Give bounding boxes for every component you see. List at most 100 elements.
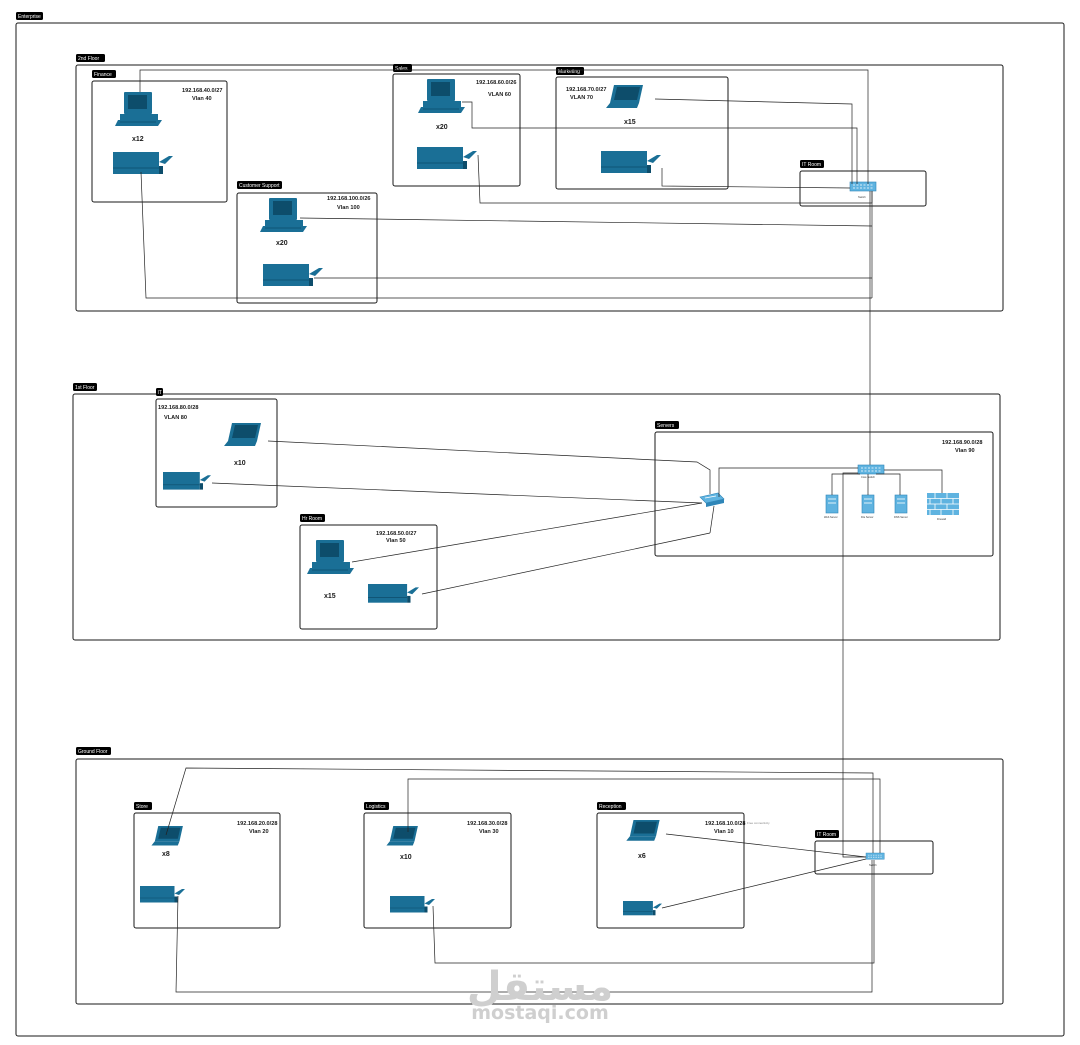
hr-room-network: 192.168.50.0/27 [376,531,416,537]
svg-text:Store: Store [136,804,148,810]
floor-0-tag: Ground Floor [76,747,111,755]
svg-text:Enterprise: Enterprise [18,14,41,20]
reception-vlan: Vlan 10 [714,829,734,835]
hr-room-count: x15 [324,593,336,600]
customer-support-room [236,192,378,304]
reception-count: x6 [638,853,646,860]
svg-text:Customer Support: Customer Support [239,183,280,189]
finance-tag: Finance [92,70,116,78]
svg-text:Finance: Finance [94,72,112,78]
svg-text:2nd Floor: 2nd Floor [78,56,99,62]
svg-text:IT: IT [158,390,162,396]
customer-support-printer-icon [262,263,324,287]
marketing-laptop-icon [606,85,643,108]
marketing-vlan: VLAN 70 [570,95,593,101]
it-tag: IT [156,388,163,396]
it-room-0-tag: IT Room [815,830,839,838]
svg-text:Logistics: Logistics [366,804,386,810]
customer-support-pc-icon [259,197,308,233]
it-printer-icon [162,471,212,491]
store-tag: Store [134,802,152,810]
logistics-laptop-icon [386,826,418,846]
finance-vlan: Vlan 40 [192,96,212,102]
core-switch-icon [857,464,885,475]
svg-text:1st Floor: 1st Floor [75,385,95,391]
svg-text:mostaqi.com: mostaqi.com [471,1002,609,1024]
dns-server-icon [894,494,908,514]
svg-text:Reception: Reception [599,804,622,810]
finance-printer-icon [112,151,174,175]
marketing-room [555,76,729,190]
file-server-label: File Server [861,515,874,519]
it-room-2-tag: IT Room [800,160,824,168]
hr-printer-icon [367,583,420,604]
svg-text:Sales: Sales [395,66,408,72]
sales-room [392,73,521,187]
it-vlan: VLAN 80 [164,415,187,421]
svg-text:Marketing: Marketing [558,69,580,75]
floor-2-frame [75,64,1004,312]
sales-tag: Sales [393,64,412,72]
servers-room [654,431,994,557]
marketing-tag: Marketing [556,67,584,75]
logistics-printer-icon [389,895,436,913]
dns-server-label: DNS Server [894,515,908,519]
firewall-icon [926,492,960,516]
svg-text:Ground Floor: Ground Floor [78,749,108,755]
sales-pc-icon [417,78,466,114]
marketing-network: 192.168.70.0/27 [566,87,606,93]
sales-network: 192.168.60.0/26 [476,80,516,86]
marketing-printer-icon [600,150,662,174]
customer-support-vlan: Vlan 100 [337,205,360,211]
reception-tag: Reception [597,802,626,810]
it-laptop-icon [224,423,261,446]
store-room [133,812,281,929]
it-room-2-frame [799,170,927,207]
switch-2nd-floor-label: Switch [858,195,866,199]
watermark: مستقل mostaqi.com [467,964,613,1024]
firewall-label: Firewall [937,517,946,521]
svg-text:IT Room: IT Room [802,162,821,168]
web-server-icon [825,494,839,514]
reception-printer-icon [622,900,663,916]
floor-2-connections [139,69,873,466]
reception-network: 192.168.10.0/28 [705,821,745,827]
store-count: x8 [162,851,170,858]
sales-vlan: VLAN 60 [488,92,511,98]
svg-text:مستقل: مستقل [467,964,613,1010]
finance-count: x12 [132,136,144,143]
customer-support-count: x20 [276,240,288,247]
logistics-vlan: Vlan 30 [479,829,499,835]
customer-support-network: 192.168.100.0/26 [327,196,371,202]
logistics-count: x10 [400,854,412,861]
logistics-room [363,812,512,929]
router-icon [699,492,725,508]
reception-room [596,812,745,929]
floor-1-tag: 1st Floor [73,383,97,391]
sales-count: x20 [436,124,448,131]
logistics-tag: Logistics [364,802,389,810]
logistics-network: 192.168.30.0/28 [467,821,507,827]
it-network: 192.168.80.0/28 [158,405,198,411]
hr-room [299,524,438,630]
switch-ground-floor-label: Switch [869,863,877,867]
svg-text:IT Room: IT Room [817,832,836,838]
floor-1-frame [72,393,1001,641]
servers-tag: Servers [655,421,679,429]
floor-2-tag: 2nd Floor [76,54,105,62]
svg-text:Servers: Servers [657,423,675,429]
svg-text:Hr Room: Hr Room [302,516,322,522]
customer-support-tag: Customer Support [237,181,282,189]
it-room [155,398,278,508]
hr-room-vlan: Vlan 50 [386,538,406,544]
floor-0-connections [165,767,881,993]
finance-room [91,80,228,203]
hr-pc-icon [306,539,355,575]
web-server-label: Web Server [824,515,838,519]
floor-0-frame [75,758,1004,1005]
switch-2nd-floor-icon [849,181,877,192]
finance-network: 192.168.40.0/27 [182,88,222,94]
it-count: x10 [234,460,246,467]
finance-pc-icon [114,91,163,127]
